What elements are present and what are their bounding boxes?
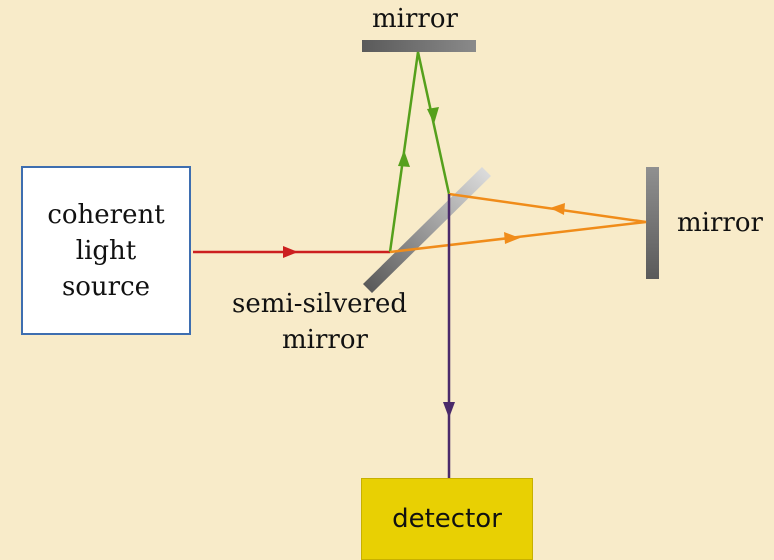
horizontal-arm-arrow-out xyxy=(504,232,520,244)
semi-mirror-label-line1: semi-silvered xyxy=(232,289,407,319)
light-source-box: coherent light source xyxy=(21,166,191,335)
source-label-line2: light xyxy=(75,235,137,266)
right-mirror-label: mirror xyxy=(677,208,763,238)
top-mirror xyxy=(362,40,476,52)
horizontal-arm-arrow-back xyxy=(550,203,565,215)
vertical-arm-arrow-up xyxy=(398,150,410,167)
vertical-arm-arrow-down xyxy=(427,107,439,124)
output-beam-arrow xyxy=(443,402,455,418)
vertical-arm-beam xyxy=(388,51,451,253)
horizontal-arm-beam xyxy=(389,192,647,254)
semi-mirror-label-line2: mirror xyxy=(282,325,368,355)
semi-silvered-mirror xyxy=(363,167,491,293)
detector-box: detector xyxy=(361,478,533,560)
top-mirror-label: mirror xyxy=(372,4,458,34)
source-label-line1: coherent xyxy=(47,199,165,230)
detector-label: detector xyxy=(392,504,502,534)
right-mirror xyxy=(646,167,659,279)
source-beam-arrow xyxy=(283,246,298,258)
source-label-line3: source xyxy=(61,271,151,302)
